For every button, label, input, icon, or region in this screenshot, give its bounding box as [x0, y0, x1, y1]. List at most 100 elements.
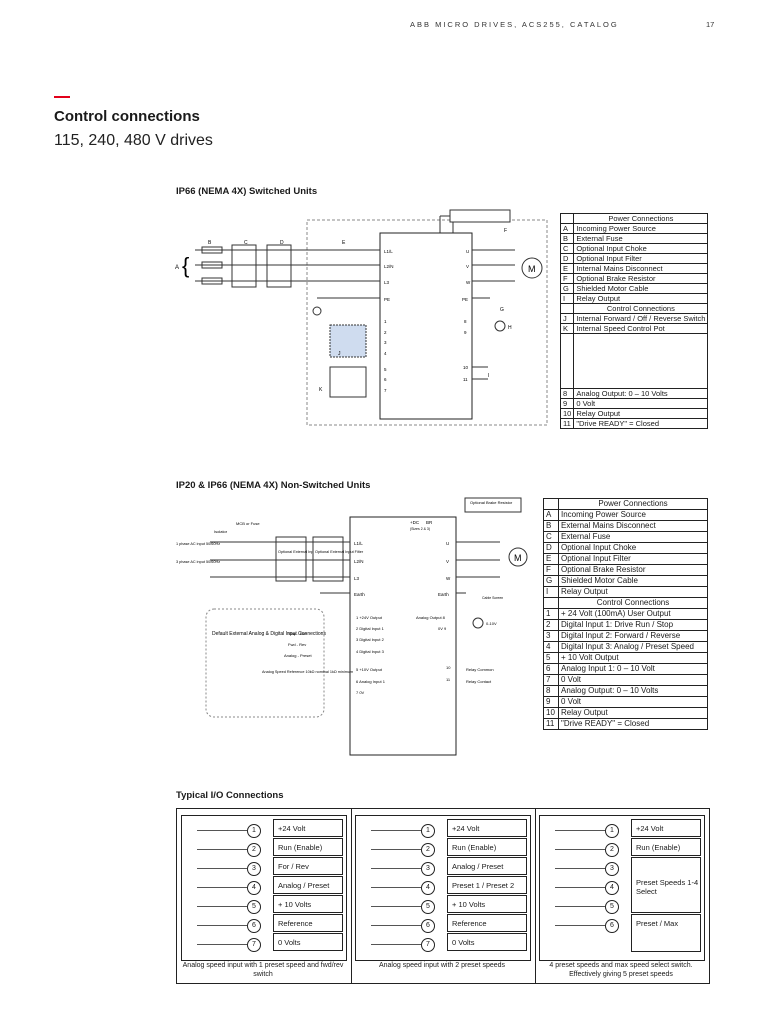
svg-text:PE: PE [384, 297, 390, 302]
svg-text:U: U [446, 541, 449, 546]
io-caption: Analog speed input with 2 preset speeds [378, 962, 506, 969]
svg-text:6: 6 [384, 377, 387, 382]
section3-heading: Typical I/O Connections [176, 790, 284, 801]
legend-row: 1+ 24 Volt (100mA) User Output [543, 608, 708, 620]
svg-text:K: K [319, 387, 323, 393]
svg-text:11: 11 [446, 677, 451, 682]
io-label: Run (Enable) [631, 838, 701, 856]
svg-text:Optional External Input Filter: Optional External Input Filter [315, 550, 364, 554]
svg-text:Optional External Input Choke: Optional External Input Choke [278, 550, 329, 554]
legend-control-header: Control Connections [559, 303, 709, 314]
terminal-number: 3 [605, 862, 619, 876]
io-caption: 4 preset speeds and max speed select swi… [549, 962, 693, 978]
io-label: Run (Enable) [273, 838, 343, 856]
terminal-number: 2 [605, 843, 619, 857]
svg-text:PE: PE [462, 297, 468, 302]
b-label: B [208, 240, 212, 246]
svg-text:1 +24V Output: 1 +24V Output [356, 615, 383, 620]
svg-text:4 Digital Input 3: 4 Digital Input 3 [356, 649, 385, 654]
j-switch [329, 324, 367, 358]
terminal-number: 1 [605, 824, 619, 838]
section2-heading: IP20 & IP66 (NEMA 4X) Non-Switched Units [176, 480, 371, 491]
svg-text:Cable Screen: Cable Screen [482, 596, 503, 600]
svg-text:V: V [466, 264, 469, 269]
terminal-number: 5 [605, 900, 619, 914]
svg-text:5: 5 [384, 367, 387, 372]
terminal-number: 1 [421, 824, 435, 838]
m-label: M [528, 264, 536, 274]
page-title: Control connections [54, 108, 200, 125]
svg-text:0-10V: 0-10V [486, 621, 497, 626]
brace-glyph: { [182, 253, 189, 278]
svg-text:L2/N: L2/N [384, 264, 394, 269]
d-label: D [280, 240, 284, 246]
svg-text:4: 4 [384, 351, 387, 356]
svg-text:G: G [500, 307, 504, 313]
svg-text:Analog - Preset: Analog - Preset [284, 653, 312, 658]
svg-text:10: 10 [446, 665, 451, 670]
svg-text:Isolator: Isolator [214, 529, 228, 534]
svg-text:9: 9 [464, 330, 467, 335]
legend-header: Power Connections [543, 498, 708, 510]
k-pot [329, 366, 367, 398]
terminal-number: 1 [247, 824, 261, 838]
io-label: +24 Volt [447, 819, 527, 837]
terminal-number: 4 [605, 881, 619, 895]
io-label: Analog / Preset [447, 857, 527, 875]
svg-text:1 phase AC input 50/60Hz: 1 phase AC input 50/60Hz [176, 542, 220, 546]
io-label: +24 Volt [273, 819, 343, 837]
earth-icon [312, 306, 322, 316]
terminal-number: 6 [605, 919, 619, 933]
io-label: Analog / Preset [273, 876, 343, 894]
svg-text:10: 10 [463, 365, 469, 370]
switched-unit-diagram: +DC BR F A { B C D E L1/L L2/N L3 PE U V… [175, 209, 548, 426]
terminal-number: 6 [421, 919, 435, 933]
terminal-number: 2 [421, 843, 435, 857]
terminal-number: 5 [247, 900, 261, 914]
svg-text:L3: L3 [384, 280, 390, 285]
io-label: + 10 Volts [447, 895, 527, 913]
motor-icon-2 [508, 547, 528, 567]
svg-text:2: 2 [384, 330, 387, 335]
svg-text:(Sizes 2 & 3): (Sizes 2 & 3) [410, 527, 430, 531]
terminal-number: 2 [247, 843, 261, 857]
io-label: Reference [273, 914, 343, 932]
terminal-number: 3 [247, 862, 261, 876]
legend-row: 5+ 10 Volt Output [543, 652, 708, 664]
terminal-number: 3 [421, 862, 435, 876]
svg-text:Earth: Earth [438, 592, 449, 597]
io-label: Preset / Max [631, 914, 701, 952]
io-label: Run (Enable) [447, 838, 527, 856]
svg-text:Relay Contact: Relay Contact [466, 679, 492, 684]
accent-dash [54, 96, 70, 98]
svg-text:V: V [446, 559, 449, 564]
io-label: +24 Volt [631, 819, 701, 837]
svg-text:Fwd - Rev: Fwd - Rev [288, 642, 306, 647]
svg-text:Relay Common: Relay Common [466, 667, 494, 672]
svg-text:J: J [338, 351, 341, 357]
page-number: 17 [706, 20, 715, 29]
svg-text:1: 1 [384, 319, 387, 324]
svg-text:M: M [514, 553, 522, 563]
